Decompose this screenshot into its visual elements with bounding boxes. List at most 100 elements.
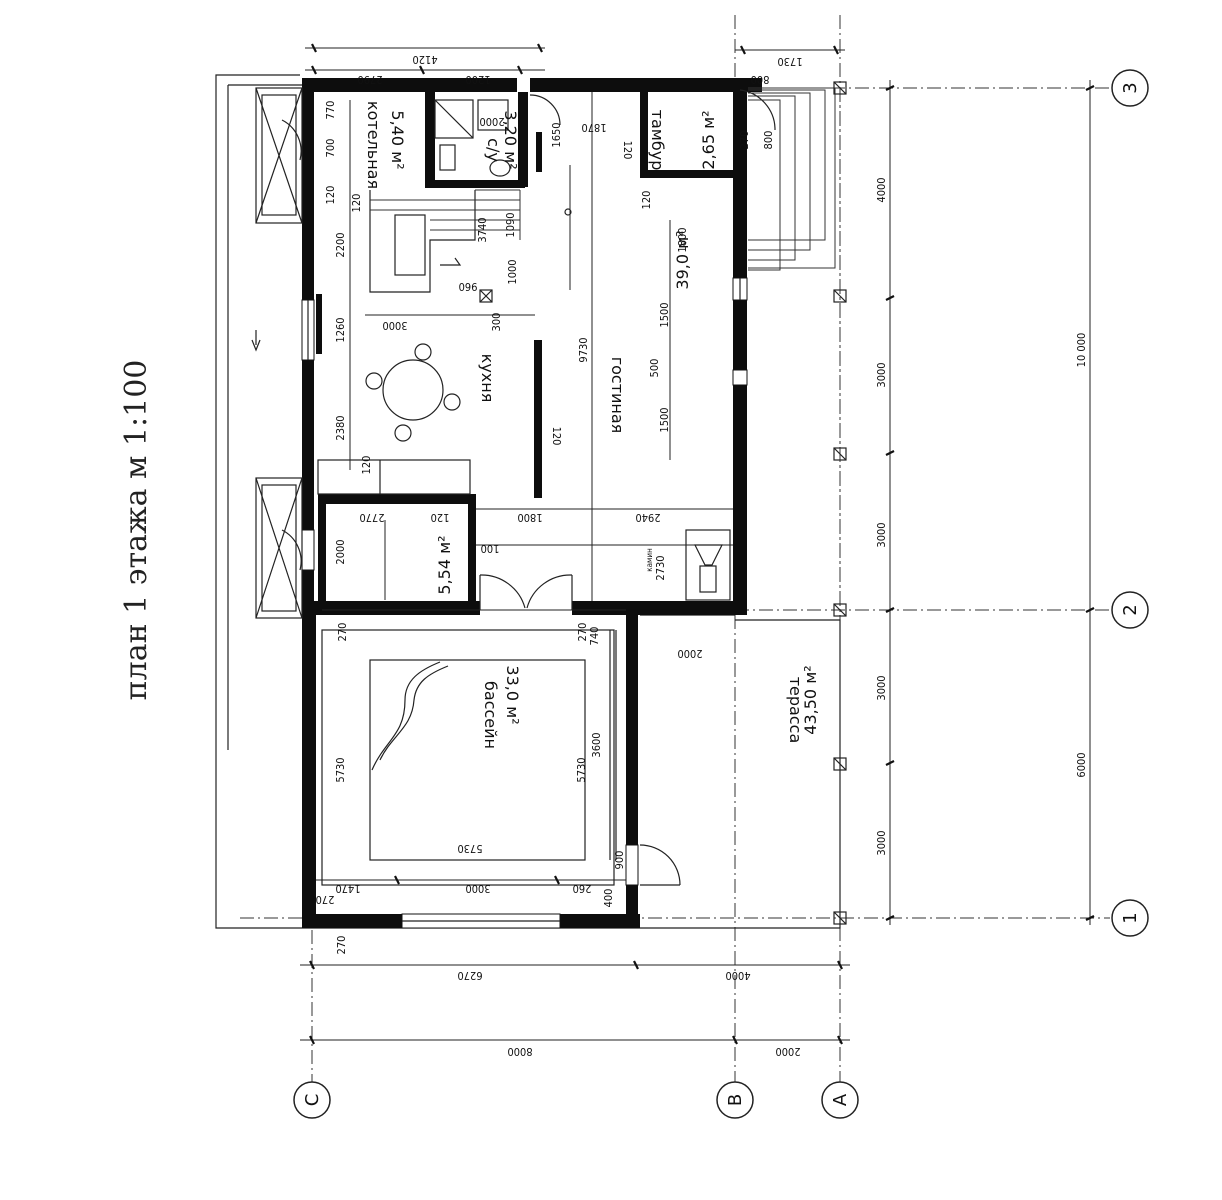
dim-1470: 1470 xyxy=(335,882,360,895)
dim-120-e: 120 xyxy=(621,141,634,160)
dim-3000-pool: 3000 xyxy=(465,882,490,895)
dim-120-b: 120 xyxy=(350,194,363,213)
dim-1870: 1870 xyxy=(581,121,606,134)
dim-260: 260 xyxy=(573,882,592,895)
dim-900: 900 xyxy=(613,851,626,870)
dim-120-g: 120 xyxy=(431,511,450,524)
room-area-vestibule: 2,65 м² xyxy=(699,110,718,169)
interior-lines xyxy=(322,92,733,611)
dim-5730-a: 5730 xyxy=(334,757,347,782)
dim-9730: 9730 xyxy=(577,337,590,362)
dimension-lines xyxy=(300,43,1095,1045)
dim-3740: 3740 xyxy=(476,217,489,242)
dim-300: 300 xyxy=(490,313,503,332)
dim-4120: 4120 xyxy=(412,53,437,66)
dim-6270: 6270 xyxy=(457,969,482,982)
dim-800: 800 xyxy=(751,73,770,86)
doors xyxy=(281,89,776,886)
dim-1500-b: 1500 xyxy=(658,407,671,432)
dim-1090: 1090 xyxy=(504,212,517,237)
dim-10000: 10 000 xyxy=(1075,333,1088,368)
fireplace-label: камин xyxy=(645,548,654,572)
axis-label-1: 1 xyxy=(1120,912,1141,923)
dining-table xyxy=(365,343,461,442)
dim-120-f: 120 xyxy=(640,191,653,210)
dim-2000-hall: 2000 xyxy=(334,539,347,564)
dim-5730-c: 5730 xyxy=(457,842,482,855)
dim-2380: 2380 xyxy=(334,415,347,440)
dim-270-bottom: 270 xyxy=(335,936,348,955)
dim-2940: 2940 xyxy=(635,511,660,524)
plan-title: план 1 этажа м 1:100 xyxy=(119,360,154,701)
room-label-bath: с/у xyxy=(484,138,503,162)
room-labels: кухня гостиная 39,0 м² 5,54 м² бассейн 3… xyxy=(364,101,820,749)
dimension-labels: 4120 2790 1200 1730 800 4000 3000 3000 3… xyxy=(316,53,1088,1058)
room-label-terrace: терасса xyxy=(786,677,805,744)
room-area-hall: 5,54 м² xyxy=(435,535,454,594)
dim-270-pool-a: 270 xyxy=(336,623,349,642)
dim-270-vest: 270 xyxy=(738,131,751,150)
dim-3600: 3600 xyxy=(590,732,603,757)
dim-120-a: 120 xyxy=(324,186,337,205)
left-porches xyxy=(251,87,303,619)
dim-1200: 1200 xyxy=(465,73,490,86)
dim-270-pool-b: 270 xyxy=(576,623,589,642)
dim-1000: 1000 xyxy=(506,259,519,284)
dim-270-pool-c: 270 xyxy=(316,893,335,906)
dim-1800-hall: 1800 xyxy=(517,511,542,524)
dim-4000-bottom: 4000 xyxy=(725,969,750,982)
dim-120-d: 120 xyxy=(550,427,563,446)
dim-3000-right-b: 3000 xyxy=(875,522,888,547)
dim-770: 770 xyxy=(324,101,337,120)
dim-1730: 1730 xyxy=(777,55,802,68)
dim-960: 960 xyxy=(459,280,478,293)
axis-label-a: A xyxy=(830,1093,851,1106)
dim-100: 100 xyxy=(481,542,500,555)
axis-bubbles: 3 2 1 C B A xyxy=(293,69,1149,1119)
dim-2000-bottom: 2000 xyxy=(775,1045,800,1058)
room-area-pool: 33,0 м² xyxy=(503,665,522,724)
walls xyxy=(302,78,762,928)
dim-1260: 1260 xyxy=(334,317,347,342)
dim-3000-right-d: 3000 xyxy=(875,830,888,855)
dim-740: 740 xyxy=(588,627,601,646)
dim-5730-b: 5730 xyxy=(575,757,588,782)
dim-2790: 2790 xyxy=(357,73,382,86)
dim-3000-right-a: 3000 xyxy=(875,362,888,387)
axis-label-2: 2 xyxy=(1120,604,1141,615)
staircase xyxy=(369,165,572,303)
dim-6000: 6000 xyxy=(1075,752,1088,777)
room-label-vestibule: тамбур xyxy=(648,110,667,171)
dim-2770: 2770 xyxy=(359,511,384,524)
dim-3000-right-c: 3000 xyxy=(875,675,888,700)
room-label-kitchen: кухня xyxy=(478,354,497,403)
dim-400: 400 xyxy=(602,889,615,908)
dim-1650: 1650 xyxy=(550,122,563,147)
room-label-pool: бассейн xyxy=(481,681,500,749)
axis-label-3: 3 xyxy=(1120,82,1141,93)
dim-120-c: 120 xyxy=(360,456,373,475)
dim-4000-right: 4000 xyxy=(875,177,888,202)
room-area-living: 39,0 м² xyxy=(673,230,692,289)
room-label-living: гостиная xyxy=(608,357,627,434)
kitchen-counter xyxy=(317,459,471,495)
dim-3000-kitchen: 3000 xyxy=(382,319,407,332)
dim-1500-a: 1500 xyxy=(658,302,671,327)
axis-label-c: C xyxy=(302,1094,323,1107)
room-area-terrace: 43,50 м² xyxy=(801,665,820,734)
dim-2730: 2730 xyxy=(654,555,667,580)
room-area-boiler: 5,40 м² xyxy=(388,110,407,169)
dim-700: 700 xyxy=(324,139,337,158)
dim-2000-bath: 2000 xyxy=(479,115,504,128)
axis-label-b: B xyxy=(725,1094,746,1106)
dim-2000-terrace: 2000 xyxy=(677,647,702,660)
dim-800-vest: 800 xyxy=(762,131,775,150)
entry-steps xyxy=(748,87,836,271)
bathroom-fixtures xyxy=(434,99,511,177)
dim-1800: 1800 xyxy=(676,227,689,252)
dim-500: 500 xyxy=(648,359,661,378)
room-label-boiler: котельная xyxy=(364,101,383,189)
dim-8000: 8000 xyxy=(507,1045,532,1058)
room-area-bath: 3,20 м² xyxy=(501,110,520,169)
